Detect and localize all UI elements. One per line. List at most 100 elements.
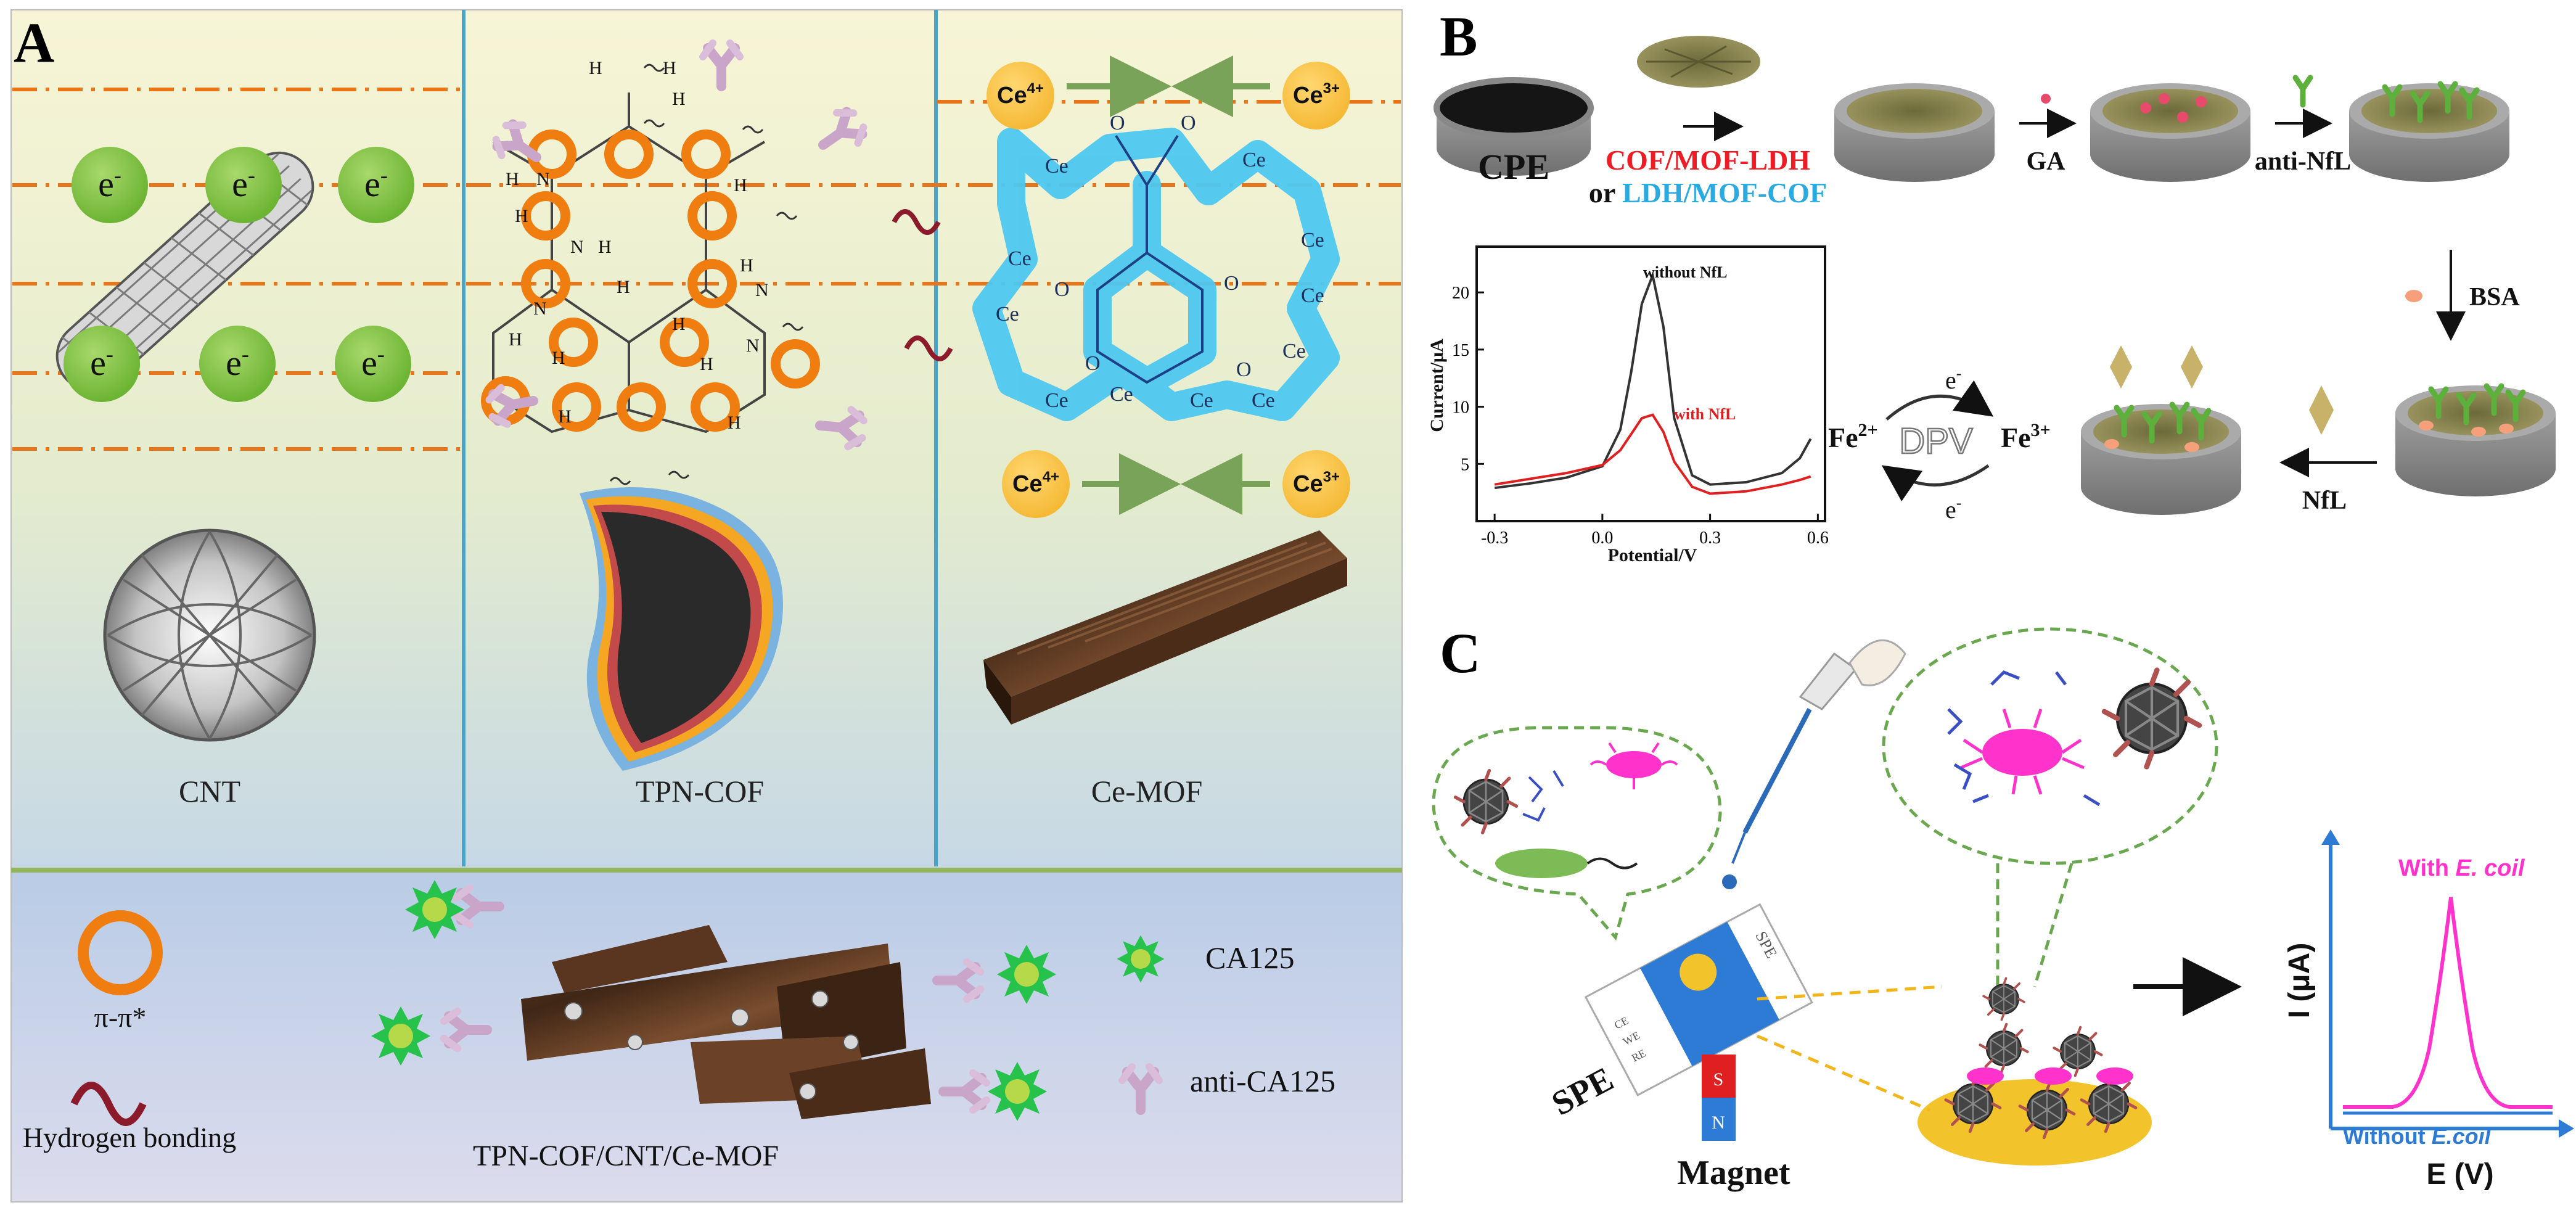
x-tick-label: 0.0 [1591, 528, 1613, 548]
svg-text:H: H [509, 329, 522, 350]
capture-platform [1918, 977, 2152, 1166]
label-cnt: CNT [179, 774, 240, 808]
hydrogen-bond-icon [70, 1082, 147, 1126]
svg-text:H: H [734, 175, 747, 195]
svg-text:Ce: Ce [1045, 155, 1069, 178]
ca125-icon [1117, 935, 1165, 983]
legend-anti-ca125: anti-CA125 [1190, 1064, 1335, 1098]
svg-text:H: H [700, 354, 713, 374]
legend-pi-pi: π-π* [94, 1001, 147, 1033]
anti-nfl-icon [2295, 78, 2310, 105]
svg-text:Fe2+: Fe2+ [1828, 420, 1878, 453]
modifier-label-2: or LDH/MOF-COF [1589, 177, 1827, 208]
svg-text:N: N [755, 280, 769, 300]
panel-c: C SPE CE WE RE [1432, 622, 2574, 1192]
legend-with-nfl: with NfL [1674, 405, 1736, 423]
sample-bubble [1432, 726, 1722, 941]
electron-spheres: e- e- e- e- e- e- [64, 147, 414, 402]
composite-assembly [371, 880, 1056, 1121]
panel-a-letter: A [14, 11, 54, 74]
ce-mof-structure: Ce Ce Ce Ce Ce Ce Ce Ce Ce Ce Ce O O O O… [972, 56, 1350, 518]
cnt-cage-sphere [103, 528, 316, 742]
bsa-label: BSA [2469, 283, 2520, 311]
series-without-nfl [1494, 271, 1812, 490]
modified-electrode-2 [2090, 83, 2250, 182]
svg-text:Ce: Ce [1110, 383, 1133, 406]
plot-ylabel: Current/μA [1427, 339, 1447, 432]
x-tick-label: 0.6 [1807, 528, 1829, 548]
svg-text:O: O [1224, 272, 1239, 295]
svg-text:Ce: Ce [1045, 389, 1069, 412]
cpe-electrode [1434, 77, 1594, 176]
legend-without-ecoil: Without E.coil [2343, 1124, 2492, 1149]
svg-text:Ce: Ce [1190, 389, 1213, 412]
svg-text:Ce: Ce [1301, 284, 1324, 307]
panel-a: A e- e- e- e- e- e- CNT [10, 9, 1403, 1203]
cpe-label: CPE [1478, 147, 1549, 187]
nanoparticle-bubble [1882, 627, 2218, 865]
magnet-label: Magnet [1677, 1154, 1790, 1192]
svg-text:DPV: DPV [1899, 421, 1973, 461]
ga-molecule-icon [2041, 94, 2051, 104]
label-ce-mof: Ce-MOF [1091, 774, 1203, 808]
spe-chip: SPE CE WE RE [1584, 903, 1813, 1096]
y-tick-label: 15 [1452, 341, 1469, 360]
modifier-label-1: COF/MOF-LDH [1606, 144, 1810, 176]
response-graph: With E. coil Without E.coil I (μA) E (V) [2283, 829, 2574, 1191]
graph-xlabel: E (V) [2426, 1158, 2493, 1191]
plot-xlabel: Potential/V [1608, 545, 1697, 565]
legend-without-nfl: without NfL [1643, 263, 1728, 281]
magnet: S N [1702, 1055, 1736, 1141]
svg-text:e-: e- [1945, 364, 1961, 394]
y-tick-label: 10 [1452, 398, 1469, 417]
svg-text:H: H [558, 406, 572, 427]
label-tpn-cof: TPN-COF [636, 774, 764, 808]
series-with-ecoil [2343, 897, 2553, 1109]
svg-text:H: H [506, 169, 519, 189]
svg-text:e-: e- [361, 342, 385, 383]
svg-text:H: H [672, 89, 686, 109]
svg-text:e-: e- [90, 342, 113, 383]
svg-text:H: H [552, 348, 565, 368]
hydrogen-bond-wave [892, 209, 941, 235]
modified-electrode-1 [1834, 83, 1995, 182]
svg-text:H: H [589, 58, 602, 78]
svg-text:Ce: Ce [1252, 389, 1275, 412]
graph-ylabel: I (μA) [2283, 943, 2316, 1019]
svg-text:H: H [740, 255, 753, 276]
plot-frame [1475, 245, 1826, 522]
y-tick-label: 20 [1452, 284, 1469, 303]
pi-pi-ring-icon [78, 910, 163, 995]
svg-text:H: H [617, 277, 630, 297]
svg-text:Ce3+: Ce3+ [1293, 469, 1340, 497]
svg-text:N: N [570, 237, 584, 257]
nfl-icon [2309, 385, 2334, 435]
svg-text:Ce4+: Ce4+ [1012, 469, 1059, 497]
svg-text:S: S [1713, 1069, 1724, 1090]
nfl-label: NfL [2302, 487, 2347, 515]
spe-label: SPE [1546, 1060, 1620, 1124]
svg-text:e-: e- [226, 342, 249, 383]
svg-text:e-: e- [98, 163, 121, 204]
svg-text:Ce4+: Ce4+ [997, 80, 1044, 109]
x-tick-label: 0.3 [1699, 528, 1721, 548]
svg-text:O: O [1085, 352, 1101, 375]
svg-text:Fe3+: Fe3+ [2001, 420, 2051, 453]
svg-text:Ce: Ce [1242, 149, 1266, 171]
ce-mof-rod [983, 530, 1347, 725]
panel-b-letter: B [1440, 5, 1477, 68]
panel-b: B CPE COF/MOF-LDH or LDH/MOF-COF GA [1427, 5, 2556, 565]
ga-label: GA [2027, 147, 2066, 176]
legend-ca125: CA125 [1205, 940, 1294, 975]
svg-text:N: N [1712, 1112, 1725, 1133]
svg-text:Ce: Ce [1008, 247, 1032, 270]
composite-label: TPN-COF/CNT/Ce-MOF [473, 1140, 779, 1172]
svg-text:Ce3+: Ce3+ [1293, 80, 1340, 109]
svg-text:N: N [533, 298, 547, 319]
series-with-nfl [1494, 413, 1811, 495]
svg-text:Ce: Ce [1301, 229, 1324, 252]
y-tick-label: 5 [1461, 455, 1469, 474]
tpn-cof-layered-sheet [580, 487, 783, 771]
